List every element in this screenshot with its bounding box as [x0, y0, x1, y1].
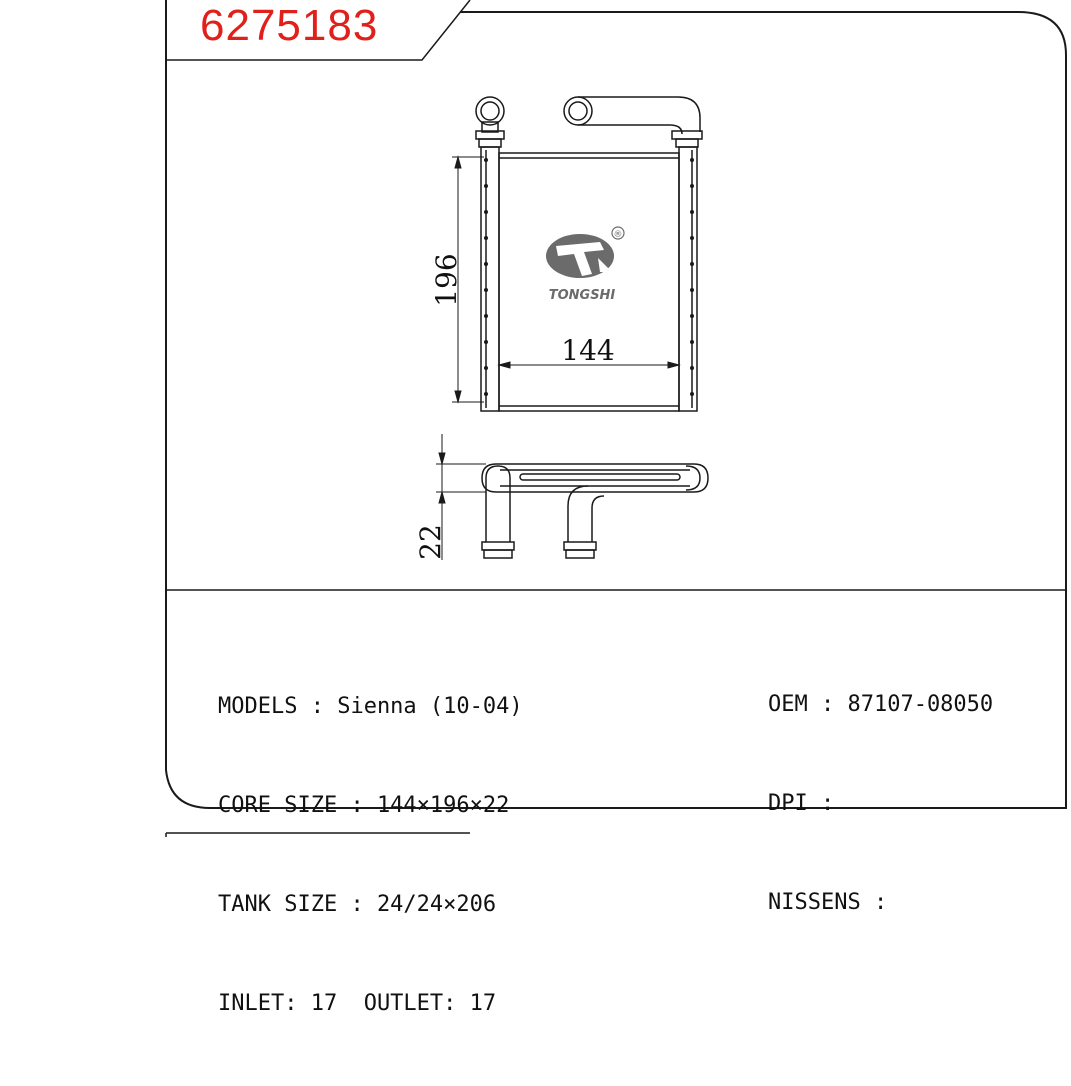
spec-tank-size: TANK SIZE : 24/24×206 [218, 892, 497, 917]
heater-front-view [475, 96, 703, 412]
height-dimension-label: 196 [430, 253, 463, 306]
spec-nissens: NISSENS : [768, 890, 888, 915]
logo-text: TONGSHI [549, 288, 616, 303]
spec-core-size: CORE SIZE : 144×196×22 [218, 793, 510, 818]
spec-list-right: OEM : 87107-08050 DPI : NISSENS : [768, 622, 993, 985]
drawing-frame: 196 144 ® TONGSHI [165, 0, 1067, 837]
spec-sheet: 196 144 ® TONGSHI [165, 0, 1067, 1016]
spec-list-left: MODELS : Sienna (10-04) CORE SIZE : 144×… [218, 624, 523, 1086]
depth-dimension-label: 22 [414, 524, 447, 560]
title-tab [166, 0, 471, 61]
spec-models: MODELS : Sienna (10-04) [218, 694, 523, 719]
outer-border [165, 0, 1067, 809]
height-dimension [452, 155, 484, 404]
spec-dpi: DPI : [768, 791, 835, 816]
width-dimension-label: 144 [561, 334, 614, 367]
spec-oem: OEM : 87107-08050 [768, 692, 994, 717]
depth-dimension [436, 434, 486, 560]
heater-side-view [481, 463, 709, 559]
part-code: 6275183 [200, 1, 379, 50]
tank-rivets [484, 158, 694, 396]
tongshi-logo-icon [546, 226, 625, 278]
spec-inlet-outlet: INLET: 17 OUTLET: 17 [218, 991, 497, 1016]
width-dimension [497, 361, 681, 369]
registered-mark: ® [614, 230, 623, 240]
